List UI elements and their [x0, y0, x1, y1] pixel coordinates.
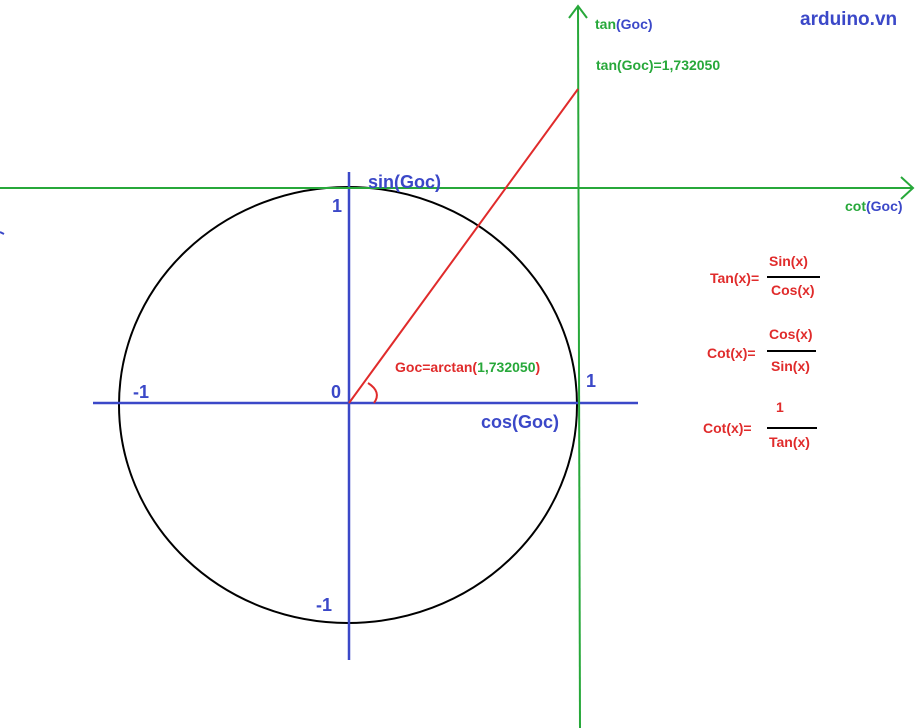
angle-arc	[367, 382, 378, 404]
formula-numerator: Sin(x)	[769, 253, 808, 269]
angle-label: Goc=arctan(1,732050)	[395, 359, 540, 375]
formula-cot-cos-sin: Cot(x)= Cos(x) Sin(x)	[707, 326, 816, 374]
formula-denominator: Tan(x)	[769, 434, 810, 450]
origin-label: 0	[331, 382, 341, 402]
formula-numerator: 1	[776, 399, 784, 415]
cos-axis-label: cos(Goc)	[481, 412, 559, 432]
formula-denominator: Cos(x)	[771, 282, 815, 298]
tick-label-bottom: -1	[316, 595, 332, 615]
formula-lhs: Cot(x)=	[703, 420, 752, 436]
cot-axis-label: cot(Goc)	[845, 198, 903, 214]
tick-label-right: 1	[586, 371, 596, 391]
tan-value-label: tan(Goc)=1,732050	[596, 57, 720, 73]
formula-lhs: Tan(x)=	[710, 270, 759, 286]
tan-axis-arrowhead	[568, 4, 588, 19]
tan-axis-label: tan(Goc)	[595, 16, 653, 32]
formula-cot-reciprocal: Cot(x)= 1 Tan(x)	[703, 399, 817, 450]
tick-label-left: -1	[133, 382, 149, 402]
formula-tan: Tan(x)= Sin(x) Cos(x)	[710, 253, 820, 298]
brand-logo-text: arduino.vn	[800, 9, 897, 30]
tan-axis	[577, 5, 581, 728]
tick-label-top: 1	[332, 196, 342, 216]
angle-ray	[348, 88, 579, 404]
formula-numerator: Cos(x)	[769, 326, 813, 342]
formula-lhs: Cot(x)=	[707, 345, 756, 361]
formula-denominator: Sin(x)	[771, 358, 810, 374]
edge-mark	[0, 231, 5, 235]
cot-axis-arrowhead	[900, 176, 915, 200]
sin-axis-label: sin(Goc)	[368, 172, 441, 192]
